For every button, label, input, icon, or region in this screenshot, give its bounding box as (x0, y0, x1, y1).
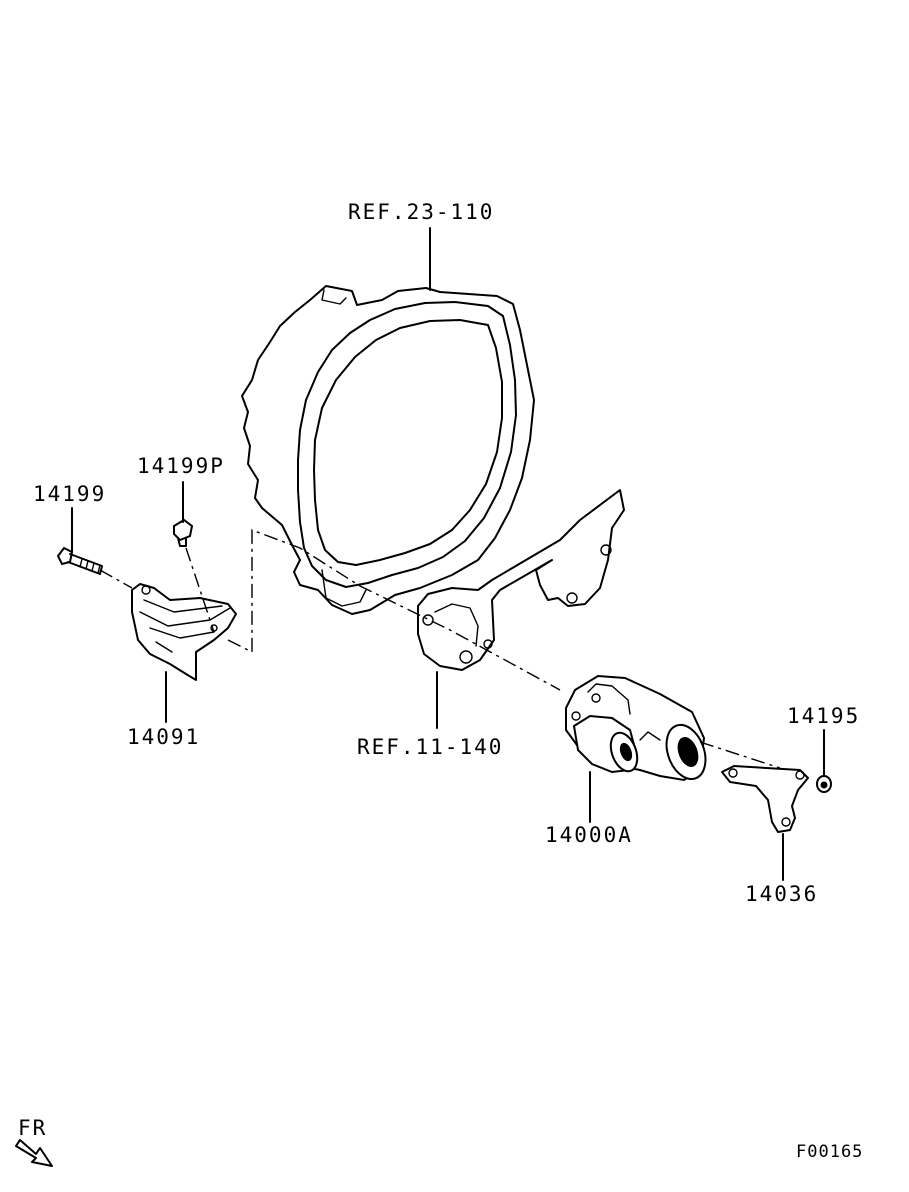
label-diagram-code: F00165 (796, 1142, 864, 1162)
bell-housing (241, 285, 535, 615)
label-ref-11-140: REF.11-140 (357, 735, 504, 759)
label-ref-23-110: REF.23-110 (348, 200, 495, 224)
label-14000A: 14000A (545, 823, 633, 847)
front-arrow-icon (15, 1139, 53, 1167)
label-14036: 14036 (745, 882, 819, 906)
nut-14195 (816, 775, 832, 793)
label-14199P: 14199P (137, 454, 225, 478)
bolt-14199P (173, 518, 194, 547)
label-fr: FR (18, 1116, 48, 1140)
label-14091: 14091 (127, 725, 201, 749)
assembly-lines (99, 528, 781, 769)
leader-lines (71, 227, 825, 881)
rear-plate (417, 489, 625, 671)
cover-14091 (131, 583, 237, 681)
starter-bracket (721, 765, 809, 833)
bolt-14199 (56, 546, 103, 575)
label-14195: 14195 (787, 704, 861, 728)
label-14199: 14199 (33, 482, 107, 506)
starter-motor (565, 674, 707, 782)
